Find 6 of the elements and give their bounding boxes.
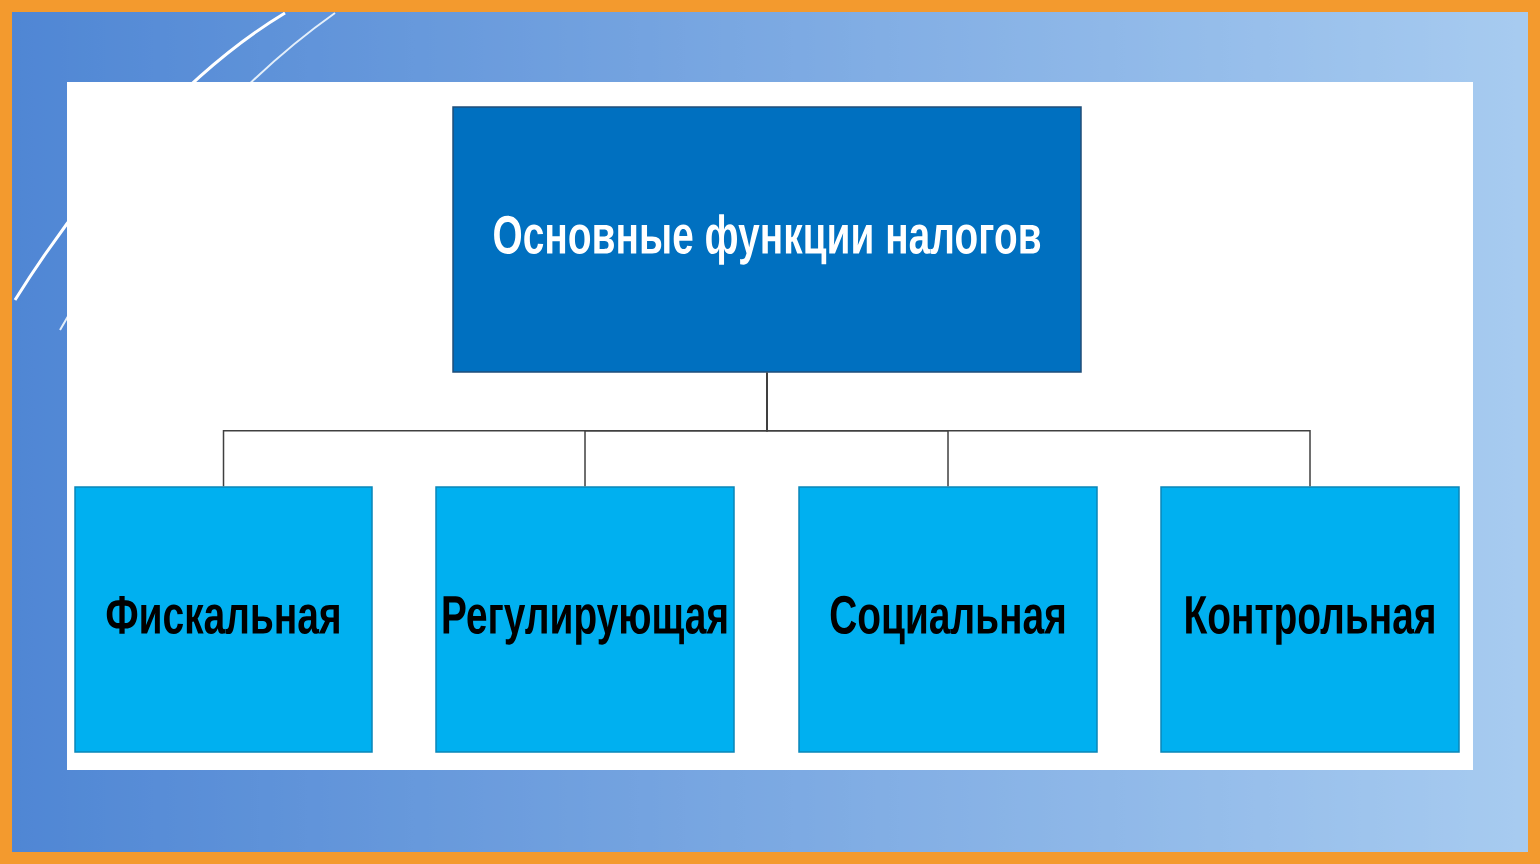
function-box: Фискальная bbox=[74, 486, 373, 753]
heading-box: Основные функции налогов bbox=[452, 106, 1082, 373]
function-box: Регулирующая bbox=[435, 486, 735, 753]
connector-line bbox=[766, 372, 1311, 487]
function-box: Социальная bbox=[798, 486, 1098, 753]
function-box: Контрольная bbox=[1160, 486, 1460, 753]
